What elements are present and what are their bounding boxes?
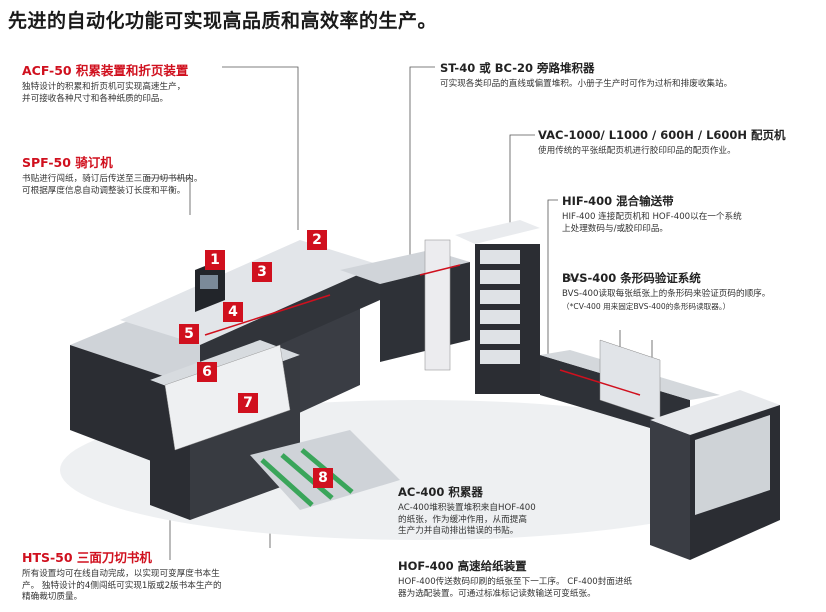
acf-line1: 独特设计的积累和折页机可实现高速生产， bbox=[22, 82, 186, 92]
spf-line1: 书贴进行闯纸，骑订后传送至三面刀切书机内。 bbox=[22, 174, 203, 184]
hif-line1: HIF-400 连接配页机和 HOF-400以在一个系统 bbox=[562, 212, 742, 222]
hts-line3: 精确裁切质量。 bbox=[22, 592, 83, 602]
badge-5: 5 bbox=[179, 324, 199, 344]
hts-line1: 所有设置均可在线自动完成，以实现可变厚度书本生 bbox=[22, 569, 220, 579]
badge-8: 8 bbox=[313, 468, 333, 488]
badge-3: 3 bbox=[252, 262, 272, 282]
hof-line2: 器为选配装置。可通过标准标记读数输送可变纸张。 bbox=[398, 588, 596, 599]
label-st40: ST-40 或 BC-20 旁路堆积器 可实现各类印品的直线或偏置堆积。小册子生… bbox=[440, 60, 732, 91]
ac-line1: AC-400堆积装置堆积来自HOF-400 bbox=[398, 503, 536, 513]
hof-heading: HOF-400 高速给纸装置 bbox=[398, 559, 527, 573]
badge-1: 1 bbox=[205, 250, 225, 270]
vac-line1: 使用传统的平张纸配页机进行胶印印品的配页作业。 bbox=[538, 146, 736, 156]
hts-line2: 产。 独特设计的4侧闯纸可实现1版或2版书本生产的 bbox=[22, 580, 222, 591]
acf-line2: 并可接收各种尺寸和各种纸质的印品。 bbox=[22, 93, 169, 104]
ac-heading: AC-400 积累器 bbox=[398, 485, 483, 499]
label-hif400: HIF-400 混合输送带 HIF-400 连接配页机和 HOF-400以在一个… bbox=[562, 193, 742, 235]
label-hof400: HOF-400 高速给纸装置 HOF-400传送数码印刷的纸张至下一工序。 CF… bbox=[398, 558, 632, 600]
page-title: 先进的自动化功能可实现高品质和高效率的生产。 bbox=[8, 10, 438, 32]
label-ac400: AC-400 积累器 AC-400堆积装置堆积来自HOF-400 的纸张，作为缓… bbox=[398, 484, 536, 538]
label-hts50: HTS-50 三面刀切书机 所有设置均可在线自动完成，以实现可变厚度书本生 产。… bbox=[22, 547, 222, 604]
label-spf50: SPF-50 骑订机 书贴进行闯纸，骑订后传送至三面刀切书机内。 可根据厚度信息… bbox=[22, 152, 202, 197]
bvs-heading: BVS-400 条形码验证系统 bbox=[562, 271, 701, 285]
st-heading: ST-40 或 BC-20 旁路堆积器 bbox=[440, 61, 595, 75]
hts-heading: HTS-50 三面刀切书机 bbox=[22, 550, 152, 565]
label-acf50: ACF-50 积累装置和折页装置 独特设计的积累和折页机可实现高速生产， 并可接… bbox=[22, 60, 188, 105]
hif-line2: 上处理数码与/或胶印印品。 bbox=[562, 223, 669, 234]
acf-heading: ACF-50 积累装置和折页装置 bbox=[22, 63, 189, 78]
bvs-line2: （*CV-400 用来固定BVS-400的条形码读取器。） bbox=[562, 301, 731, 311]
ac-line2: 的纸张，作为缓冲作用，从而提高 bbox=[398, 514, 527, 525]
bvs-line1: BVS-400读取每张纸张上的条形码来验证页码的顺序。 bbox=[562, 289, 771, 299]
badge-6: 6 bbox=[197, 362, 217, 382]
hof-line1: HOF-400传送数码印刷的纸张至下一工序。 CF-400封面进纸 bbox=[398, 577, 633, 587]
spf-line2: 可根据厚度信息自动调整装订长度和平衡。 bbox=[22, 185, 186, 196]
label-bvs400: BVS-400 条形码验证系统 BVS-400读取每张纸张上的条形码来验证页码的… bbox=[562, 270, 770, 312]
badge-4: 4 bbox=[223, 302, 243, 322]
label-vac: VAC-1000/ L1000 / 600H / L600H 配页机 使用传统的… bbox=[538, 127, 786, 158]
hif-heading: HIF-400 混合输送带 bbox=[562, 194, 674, 208]
vac-heading: VAC-1000/ L1000 / 600H / L600H 配页机 bbox=[538, 128, 786, 142]
badge-2: 2 bbox=[307, 230, 327, 250]
st-line1: 可实现各类印品的直线或偏置堆积。小册子生产时可作为过析和排废收集站。 bbox=[440, 79, 733, 89]
spf-heading: SPF-50 骑订机 bbox=[22, 155, 113, 170]
badge-7: 7 bbox=[238, 393, 258, 413]
ac-line3: 生产力并自动排出错误的书贴。 bbox=[398, 526, 519, 536]
